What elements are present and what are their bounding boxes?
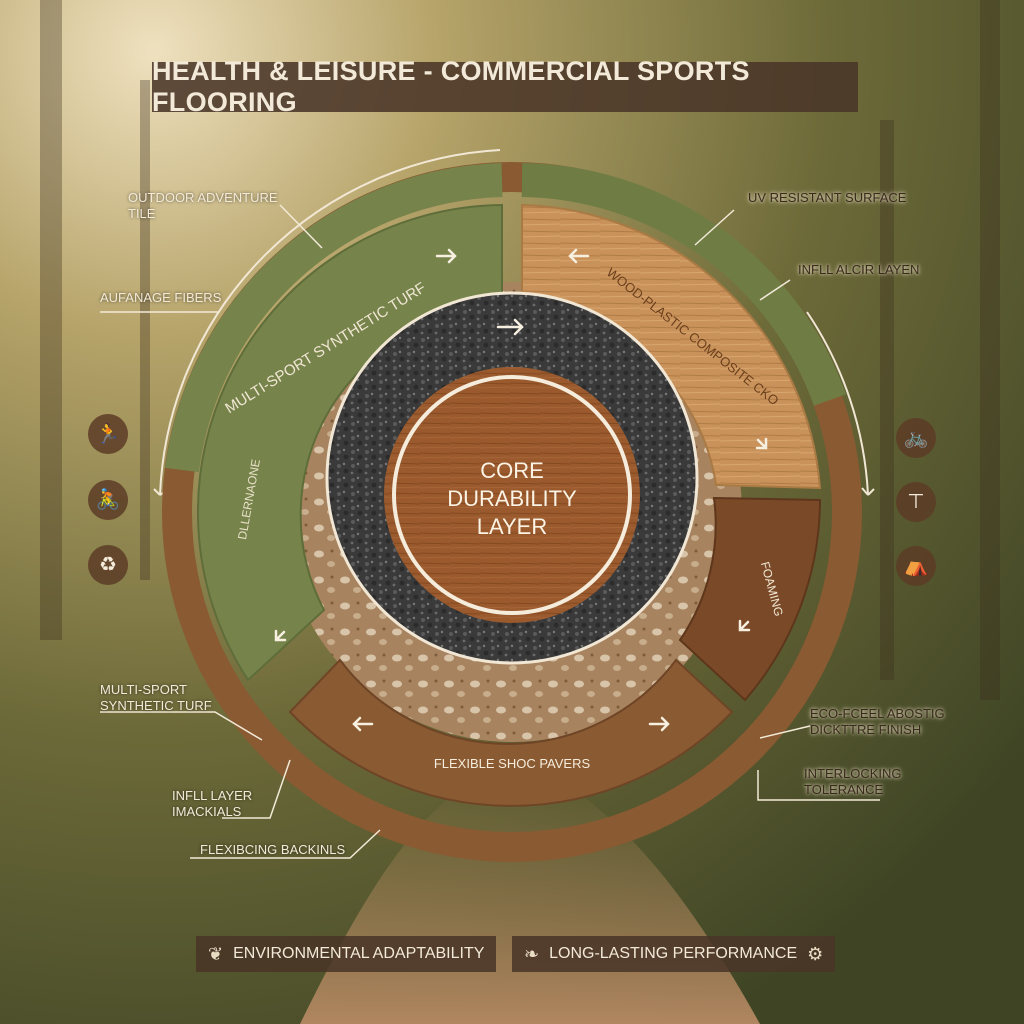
page-title: HEALTH & LEISURE - COMMERCIAL SPORTS FLO… bbox=[152, 56, 858, 117]
callout-infill-layer-top: INFLL ALCIR LAYEN bbox=[798, 262, 920, 277]
flow-arrows bbox=[274, 248, 768, 732]
outer-brown-ring bbox=[162, 162, 862, 862]
outer-turf-arc-left bbox=[165, 163, 503, 473]
leaf-outline-icon: ❧ bbox=[524, 943, 540, 964]
bicycle-icon: 🚲 bbox=[896, 418, 936, 458]
arrow-icon bbox=[648, 716, 670, 732]
cyclist-icon: 🚴 bbox=[88, 480, 128, 520]
callout-eco-finish: ECO-FCEEL ABOSTIG DICKTTRE FINISH bbox=[810, 706, 945, 737]
recycle-icon: ♻ bbox=[88, 545, 128, 585]
outer-turf-arc-right bbox=[521, 163, 847, 406]
callout-outdoor-tile: OUTDOOR ADVENTURE TILE bbox=[128, 190, 278, 221]
arrow-icon bbox=[274, 629, 287, 642]
callout-infill-materials: INFLL LAYER IMACKIALS bbox=[172, 788, 253, 819]
core-label-line2: DURABILITY bbox=[447, 486, 577, 511]
gear-icon: ⚙ bbox=[807, 943, 824, 964]
leaf-icon: ❦ bbox=[208, 943, 224, 964]
arrow-icon bbox=[738, 619, 751, 632]
arrow-icon bbox=[568, 248, 590, 264]
guide-arc-right bbox=[806, 311, 869, 496]
pavers-segment-label: FLEXIBLE SHOC PAVERS bbox=[434, 756, 591, 771]
arrow-icon bbox=[496, 318, 524, 336]
footer-badge-environmental: ❦ ENVIRONMENTAL ADAPTABILITY bbox=[196, 936, 497, 972]
callout-drainage-fibers: AUFANAGE FIBERS bbox=[100, 290, 222, 305]
foaming-segment bbox=[678, 496, 822, 702]
core-outline bbox=[392, 375, 632, 615]
leader-lines bbox=[100, 204, 880, 859]
arrow-icon bbox=[352, 716, 374, 732]
arrow-icon bbox=[755, 437, 768, 450]
running-person-icon: 🏃 bbox=[88, 414, 128, 454]
core-label-line3: LAYER bbox=[477, 514, 548, 539]
footer-label-performance: LONG-LASTING PERFORMANCE bbox=[549, 945, 798, 962]
callout-uv-surface: UV RESISTANT SURFACE bbox=[748, 190, 907, 205]
footer-badge-performance: ❧ LONG-LASTING PERFORMANCE ⚙ bbox=[512, 936, 836, 972]
guide-arc-left bbox=[159, 149, 501, 496]
callout-flexible-backing: FLEXIBCING BACKINLS bbox=[200, 842, 346, 857]
core-label-line1: CORE bbox=[480, 458, 544, 483]
core-disc bbox=[384, 367, 640, 623]
callout-multisport-turf: MULTI-SPORT SYNTHETIC TURF bbox=[100, 682, 212, 713]
footer-label-environmental: ENVIRONMENTAL ADAPTABILITY bbox=[233, 945, 485, 962]
arrow-icon bbox=[435, 248, 457, 264]
tree-trunks bbox=[40, 0, 1000, 700]
picnic-icon: ⛺ bbox=[896, 546, 936, 586]
post-icon: ⊤ bbox=[896, 482, 936, 522]
pavers-segment bbox=[288, 658, 734, 807]
callout-interlocking: INTERLOCKING TOLERANCE bbox=[804, 766, 902, 797]
